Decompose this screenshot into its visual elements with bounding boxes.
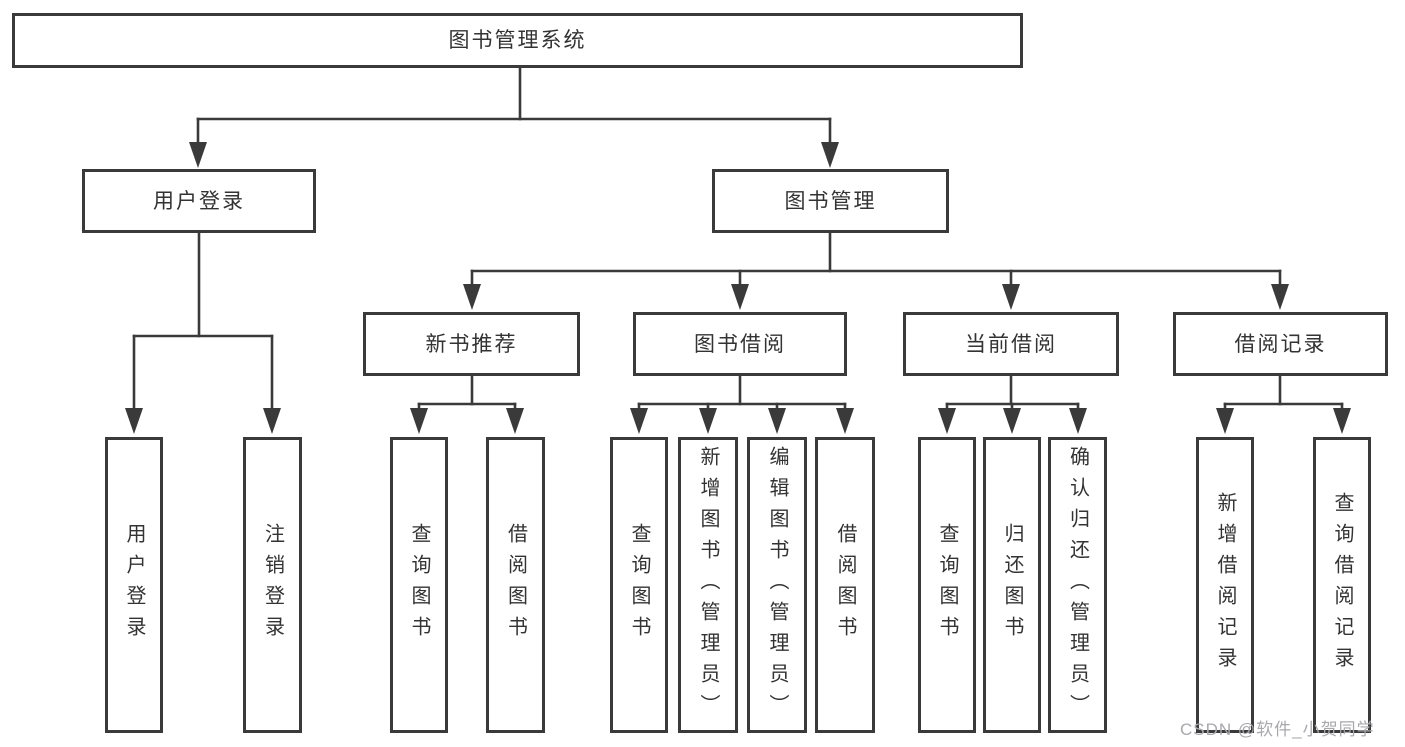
watermark: CSDN @软件_小贺同学 [1180, 720, 1375, 739]
leaf-query-books-borrow-label: 查询图书 [628, 523, 650, 647]
leaf-confirm-return-admin: 确认归还（管理员） [1048, 437, 1107, 733]
leaf-query-books-recommend-label: 查询图书 [408, 523, 430, 647]
node-user-login-label: 用户登录 [153, 189, 245, 213]
leaf-query-borrow-record: 查询借阅记录 [1313, 437, 1371, 733]
node-new-book-recommendation-label: 新书推荐 [425, 332, 518, 356]
leaf-query-books-current-label: 查询图书 [936, 523, 958, 647]
leaf-add-book-admin-label: 新增图书（管理员） [697, 445, 719, 725]
leaf-add-borrow-record: 新增借阅记录 [1196, 437, 1254, 733]
leaf-user-login: 用户登录 [105, 437, 163, 733]
node-new-book-recommendation: 新书推荐 [363, 312, 580, 376]
leaf-logout: 注销登录 [243, 437, 302, 733]
leaf-borrow-books-recommend: 借阅图书 [486, 437, 545, 733]
node-book-borrowing-label: 图书借阅 [694, 332, 786, 356]
node-current-borrowing: 当前借阅 [903, 312, 1119, 376]
leaf-confirm-return-admin-label: 确认归还（管理员） [1066, 445, 1089, 725]
node-borrowing-records-label: 借阅记录 [1234, 332, 1327, 356]
leaf-edit-book-admin: 编辑图书（管理员） [747, 437, 807, 733]
node-root-label: 图书管理系统 [448, 29, 587, 52]
leaf-add-book-admin: 新增图书（管理员） [678, 437, 738, 733]
leaf-logout-label: 注销登录 [261, 523, 284, 647]
leaf-borrow-books-borrow: 借阅图书 [815, 437, 875, 733]
leaf-query-books-current: 查询图书 [918, 437, 976, 733]
leaf-borrow-books-borrow-label: 借阅图书 [834, 523, 856, 647]
leaf-edit-book-admin-label: 编辑图书（管理员） [766, 445, 788, 725]
leaf-user-login-label: 用户登录 [123, 523, 145, 647]
leaf-query-books-borrow: 查询图书 [610, 437, 668, 733]
node-borrowing-records: 借阅记录 [1173, 312, 1388, 376]
node-book-management: 图书管理 [712, 169, 949, 233]
node-user-login: 用户登录 [82, 169, 316, 233]
node-current-borrowing-label: 当前借阅 [965, 332, 1057, 356]
leaf-return-book-label: 归还图书 [1001, 523, 1023, 647]
leaf-add-borrow-record-label: 新增借阅记录 [1214, 492, 1236, 678]
node-book-management-label: 图书管理 [784, 189, 877, 213]
leaf-borrow-books-recommend-label: 借阅图书 [504, 523, 527, 647]
leaf-return-book: 归还图书 [983, 437, 1041, 733]
leaf-query-books-recommend: 查询图书 [390, 437, 448, 733]
node-book-borrowing: 图书借阅 [633, 312, 847, 376]
node-root: 图书管理系统 [12, 13, 1023, 68]
leaf-query-borrow-record-label: 查询借阅记录 [1331, 492, 1353, 678]
